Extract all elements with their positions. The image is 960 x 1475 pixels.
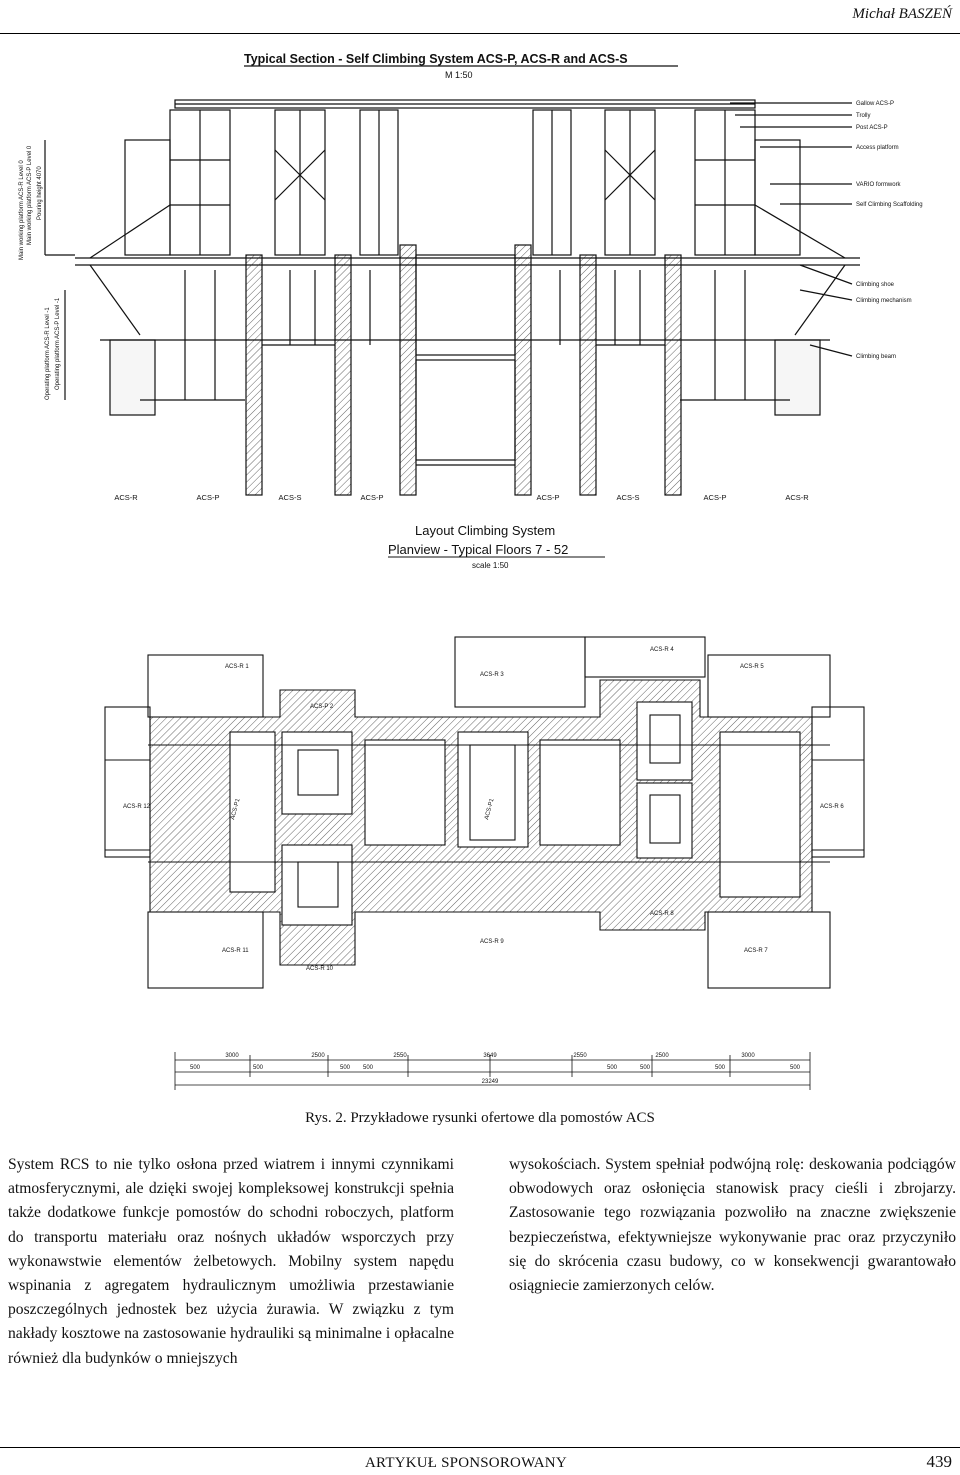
- svg-text:ACS-R 12: ACS-R 12: [123, 804, 151, 810]
- svg-text:ACS-P: ACS-P: [704, 493, 727, 502]
- plan-unit-labels: ACS-R 1 ACS-P 2 ACS-R 3 ACS-R 4 ACS-R 5 …: [123, 647, 844, 972]
- svg-text:Climbing mechanism: Climbing mechanism: [856, 298, 912, 304]
- plan-dimensions: 3000 2500 2550 3649 2550 2500 3000 500 5…: [174, 1052, 811, 1090]
- svg-text:ACS-R 11: ACS-R 11: [222, 948, 249, 954]
- svg-text:3000: 3000: [225, 1053, 239, 1059]
- body-column-left: System RCS to nie tylko osłona przed wia…: [8, 1153, 454, 1371]
- svg-text:ACS-S: ACS-S: [279, 493, 302, 502]
- svg-text:500: 500: [715, 1065, 726, 1071]
- svg-text:500: 500: [607, 1065, 618, 1071]
- svg-text:ACS-R 10: ACS-R 10: [306, 966, 334, 972]
- svg-text:3000: 3000: [741, 1053, 755, 1059]
- section-left-labels: Main working platform ACS-R Level 0 Main…: [19, 145, 61, 400]
- svg-text:Layout Climbing System: Layout Climbing System: [415, 523, 555, 538]
- figure-caption: Rys. 2. Przykładowe rysunki ofertowe dla…: [305, 1110, 655, 1126]
- svg-text:500: 500: [190, 1065, 201, 1071]
- body-paragraph-left: System RCS to nie tylko osłona przed wia…: [8, 1156, 454, 1367]
- body-paragraph-right: wysokościach. System spełniał podwójną r…: [509, 1156, 956, 1295]
- svg-text:ACS-R: ACS-R: [114, 493, 138, 502]
- svg-text:2500: 2500: [311, 1053, 325, 1059]
- page-number: 439: [926, 1452, 953, 1471]
- svg-text:ACS-R 7: ACS-R 7: [744, 948, 768, 954]
- svg-text:scale 1:50: scale 1:50: [472, 561, 509, 570]
- section-right-labels: Gallow ACS-P Trolly Post ACS-P Access pl…: [856, 101, 923, 360]
- svg-text:ACS-R 5: ACS-R 5: [740, 664, 764, 670]
- svg-text:500: 500: [340, 1065, 351, 1071]
- svg-text:Self Climbing Scaffolding: Self Climbing Scaffolding: [856, 202, 923, 208]
- svg-text:Climbing shoe: Climbing shoe: [856, 282, 895, 288]
- svg-text:ACS-P: ACS-P: [197, 493, 220, 502]
- svg-text:ACS-R 6: ACS-R 6: [820, 804, 844, 810]
- author-name: Michał BASZEŃ: [852, 6, 952, 22]
- section-bottom-labels: ACS-R ACS-P ACS-S ACS-P ACS-P ACS-S ACS-…: [114, 493, 809, 502]
- svg-text:Post ACS-P: Post ACS-P: [856, 125, 888, 131]
- svg-text:Gallow ACS-P: Gallow ACS-P: [856, 101, 894, 107]
- svg-text:ACS-R 9: ACS-R 9: [480, 939, 504, 945]
- svg-text:Climbing beam: Climbing beam: [856, 354, 896, 360]
- header-rule: [0, 33, 960, 34]
- svg-text:ACS-R 8: ACS-R 8: [650, 911, 674, 917]
- plan-drawing: [104, 636, 865, 989]
- svg-text:ACS-S: ACS-S: [617, 493, 640, 502]
- footer-rule: [0, 1447, 960, 1448]
- svg-text:ACS-R 4: ACS-R 4: [650, 647, 674, 653]
- svg-text:ACS-P: ACS-P: [537, 493, 560, 502]
- svg-text:500: 500: [253, 1065, 264, 1071]
- svg-text:Operating platform ACS-P Level: Operating platform ACS-P Level -1: [55, 297, 61, 390]
- svg-text:Pouring height 4070: Pouring height 4070: [37, 166, 43, 220]
- footer-label: ARTYKUŁ SPONSOROWANY: [365, 1455, 567, 1471]
- svg-text:ACS-R: ACS-R: [785, 493, 809, 502]
- technical-drawing: Typical Section - Self Climbing System A…: [19, 52, 923, 1090]
- svg-text:3649: 3649: [483, 1053, 497, 1059]
- section-title: Typical Section - Self Climbing System A…: [244, 52, 628, 66]
- svg-text:ACS-P1: ACS-P1: [230, 797, 242, 820]
- svg-text:2550: 2550: [573, 1053, 587, 1059]
- plan-titles: Layout Climbing System Planview - Typica…: [388, 523, 605, 570]
- section-drawing: Typical Section - Self Climbing System A…: [44, 52, 860, 496]
- svg-text:500: 500: [363, 1065, 374, 1071]
- svg-text:2500: 2500: [655, 1053, 669, 1059]
- svg-text:2550: 2550: [393, 1053, 407, 1059]
- svg-text:Access platform: Access platform: [856, 145, 899, 151]
- svg-text:Planview - Typical Floors 7: Planview - Typical Floors 7 - 52: [388, 542, 568, 557]
- svg-text:ACS-P: ACS-P: [361, 493, 384, 502]
- svg-text:Main working platform ACS-P Le: Main working platform ACS-P Level 0: [27, 145, 33, 245]
- svg-text:23249: 23249: [482, 1079, 499, 1085]
- section-scale: M 1:50: [445, 70, 473, 80]
- svg-text:ACS-P 2: ACS-P 2: [310, 704, 334, 710]
- svg-text:Main working platform ACS-R Le: Main working platform ACS-R Level 0: [19, 160, 25, 260]
- svg-text:ACS-R 3: ACS-R 3: [480, 672, 504, 678]
- svg-text:500: 500: [640, 1065, 651, 1071]
- svg-text:Operating platform ACS-R Level: Operating platform ACS-R Level -1: [45, 307, 51, 400]
- svg-text:ACS-R 1: ACS-R 1: [225, 664, 249, 670]
- svg-text:ACS-P1: ACS-P1: [484, 797, 496, 820]
- svg-text:500: 500: [790, 1065, 801, 1071]
- body-column-right: wysokościach. System spełniał podwójną r…: [509, 1153, 956, 1298]
- svg-text:Trolly: Trolly: [856, 113, 870, 119]
- svg-text:VARIO formwork: VARIO formwork: [856, 182, 902, 188]
